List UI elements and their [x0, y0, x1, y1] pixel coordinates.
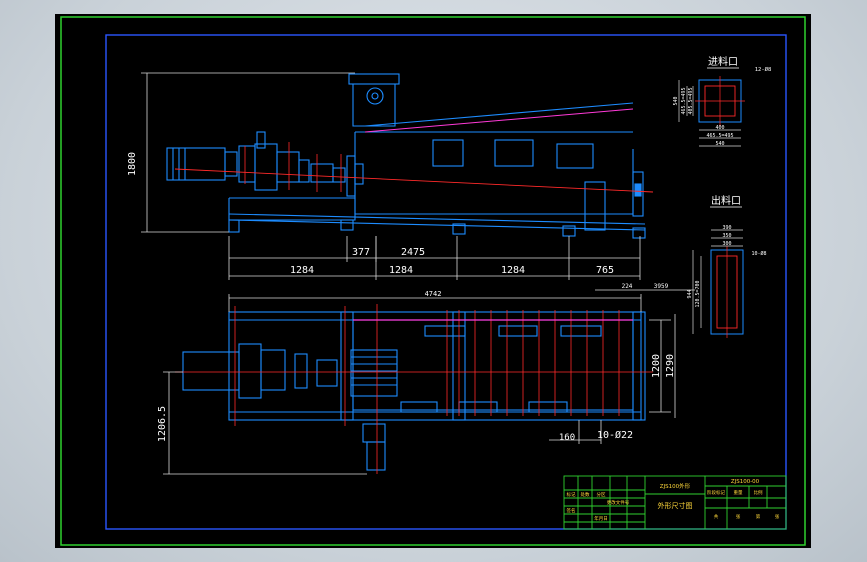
outlet-detail	[692, 229, 744, 338]
dim-377: 377	[352, 247, 370, 258]
tb-label-weight: 重量	[734, 489, 743, 496]
inlet-hole-note: 12-Ø8	[755, 66, 772, 73]
title-left-labels: 标记 处数 分区 更改文件号 签名 年月日	[567, 491, 630, 522]
dim-height: 1800	[127, 152, 138, 176]
dim-overall-length: 4742	[425, 290, 442, 298]
side-view	[166, 73, 654, 239]
sheet-inner-frame	[105, 34, 787, 530]
outlet-hole-note: 10-Ø8	[751, 250, 766, 257]
inlet-detail	[678, 76, 745, 147]
title-right-labels: 阶段标记 重量 比例 共 张 第 张	[707, 489, 780, 520]
dim-2475: 2475	[401, 247, 425, 258]
outlet-dim-944: 944	[687, 289, 693, 298]
tb-label-zone: 分区	[597, 491, 606, 498]
inlet-dim-400: 400	[715, 125, 724, 131]
inlet-dim-465: 465.5=495	[681, 87, 687, 114]
outlet-dim-350: 350	[722, 233, 731, 239]
title-model: ZJS100外形	[660, 482, 691, 490]
dim-1200: 1200	[651, 354, 662, 378]
tb-label-total: 共	[714, 513, 719, 520]
side-view-dimensions	[141, 72, 641, 280]
dim-765: 765	[596, 265, 614, 276]
side-view-cutter-marks	[244, 142, 342, 192]
tb-label-date: 年月日	[594, 515, 608, 522]
outlet-dim-390: 390	[722, 225, 731, 231]
tb-label-sheet: 张	[775, 513, 780, 520]
inlet-dim-405: 405.5=495	[688, 87, 694, 114]
outlet-title: 出料口	[711, 194, 741, 207]
sheet-outer-border	[60, 16, 806, 546]
dim-bolt-holes: 10-Ø22	[597, 429, 633, 441]
outlet-dim-300: 300	[722, 241, 731, 247]
tb-label-mark: 标记	[567, 491, 576, 498]
title-block	[563, 475, 787, 530]
dim-1284-b: 1284	[389, 265, 413, 276]
dim-1284-a: 1284	[290, 265, 314, 276]
inlet-dim-540-h: 540	[715, 141, 724, 147]
tb-label-change: 更改文件号	[607, 499, 630, 506]
tb-label-scale: 比例	[754, 489, 763, 496]
title-drawing-number: ZJS100-00	[731, 479, 760, 485]
dim-1290: 1290	[665, 354, 676, 378]
dim-1284-c: 1284	[501, 265, 525, 276]
dim-1206-5: 1206.5	[157, 406, 168, 442]
tb-label-sheets: 张	[736, 513, 741, 520]
plan-view-centerlines	[175, 304, 653, 474]
inlet-title: 进料口	[708, 55, 738, 68]
dim-bolt-spacing: 160	[559, 433, 575, 443]
inlet-dim-465-h: 465.5=495	[706, 133, 733, 139]
engineering-drawing: 1800 377 2475 1284 1284 1284 765	[60, 16, 806, 546]
tb-label-no: 第	[756, 513, 761, 520]
dim-3959: 3959	[654, 283, 669, 290]
outlet-dim-120: 120.5=700	[695, 280, 701, 307]
tb-label-stage: 阶段标记	[707, 489, 725, 496]
title-drawing-name: 外形尺寸图	[658, 501, 693, 510]
dim-224: 224	[622, 283, 633, 290]
cad-viewport[interactable]: 1800 377 2475 1284 1284 1284 765	[55, 14, 811, 548]
inlet-dim-540-v: 540	[673, 96, 679, 105]
tb-label-sign: 签名	[567, 507, 576, 514]
plan-view-dimensions	[163, 289, 695, 475]
plan-view	[182, 311, 646, 471]
tb-label-count: 处数	[581, 491, 590, 498]
